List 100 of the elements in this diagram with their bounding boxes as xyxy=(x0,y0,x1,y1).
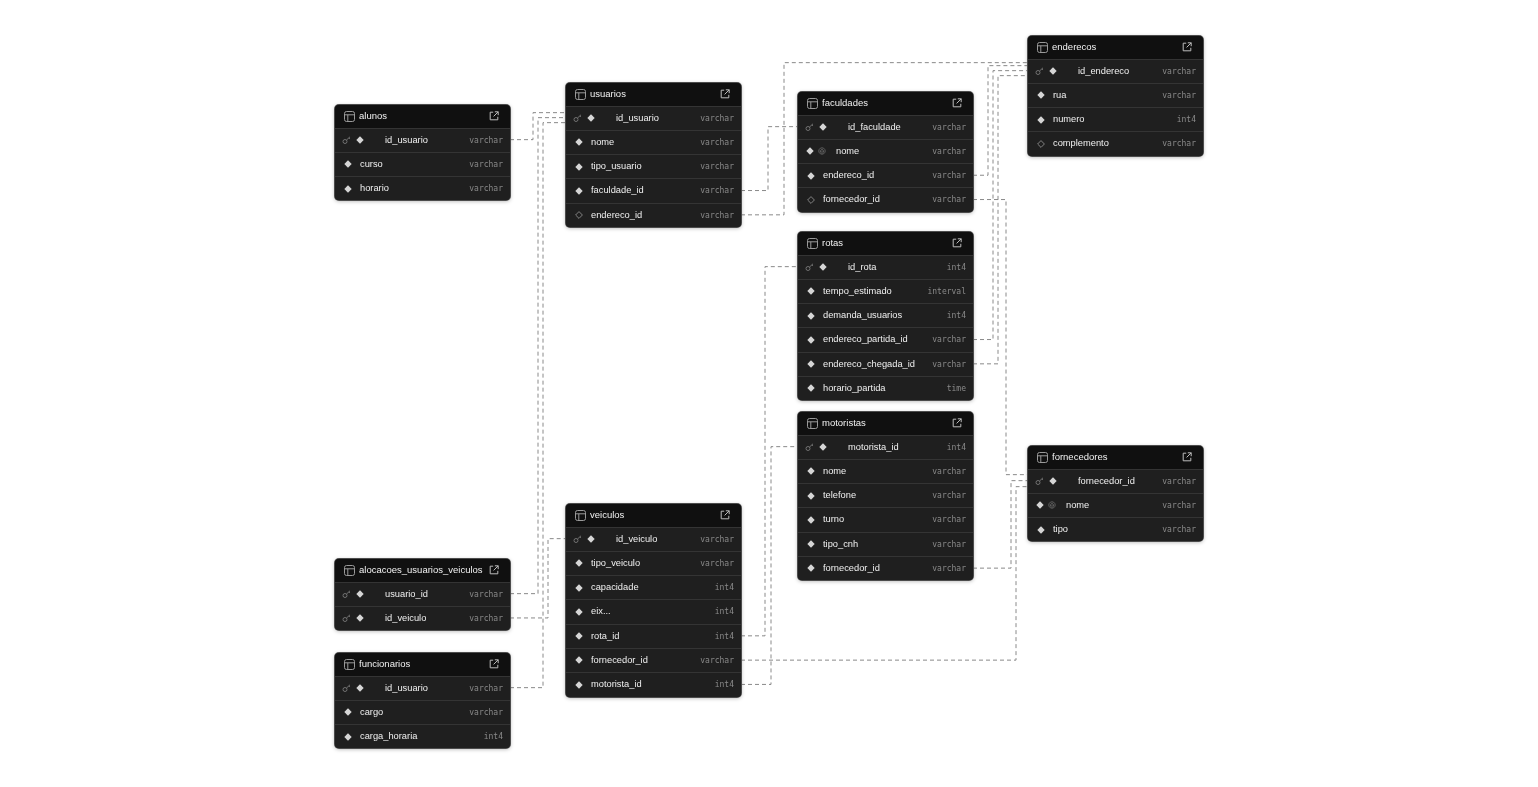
relationship-line xyxy=(509,538,567,619)
table-row xyxy=(566,154,741,179)
column-type: varchar xyxy=(932,490,966,503)
column-type: varchar xyxy=(700,161,734,174)
column-type: varchar xyxy=(932,194,966,207)
column-type: varchar xyxy=(1162,499,1196,512)
table-row xyxy=(798,114,973,139)
column-type: int4 xyxy=(946,441,966,454)
relationship-line xyxy=(972,65,1029,176)
column-name: motorista_id xyxy=(591,678,642,692)
column-name: fornecedor_id xyxy=(591,654,648,667)
column-type: varchar xyxy=(932,358,966,371)
column-name: id_veiculo xyxy=(385,611,427,625)
column-name: id_rota xyxy=(848,260,877,274)
column-name: horario_partida xyxy=(823,382,886,395)
column-type: int4 xyxy=(946,310,966,323)
table-row xyxy=(566,550,741,576)
table-row xyxy=(566,105,741,130)
column-name: curso xyxy=(360,157,383,171)
column-name: endereco_partida_id xyxy=(823,333,908,347)
table-row xyxy=(1028,107,1203,132)
table-row xyxy=(798,303,973,328)
column-type: varchar xyxy=(932,170,966,183)
column-type: varchar xyxy=(1162,65,1196,78)
column-type: varchar xyxy=(469,158,503,171)
column-name: demanda_usuarios xyxy=(823,309,903,323)
table-row xyxy=(1028,492,1203,518)
table-card xyxy=(566,83,741,227)
table-row xyxy=(1028,82,1203,108)
column-type: varchar xyxy=(469,588,503,601)
column-type: int4 xyxy=(946,261,966,274)
table-row xyxy=(335,176,510,201)
column-type: interval xyxy=(927,285,966,298)
column-name: id_veiculo xyxy=(616,532,658,546)
table-row xyxy=(566,526,741,551)
column-type: varchar xyxy=(700,533,734,546)
table-row xyxy=(335,151,510,177)
table-row xyxy=(798,376,973,401)
table-row xyxy=(798,531,973,556)
relationship-line xyxy=(740,62,1029,216)
relationship-line xyxy=(509,112,567,141)
column-name: endereco_chegada_id xyxy=(823,357,915,371)
column-name: fornecedor_id xyxy=(1078,474,1135,488)
relationship-line xyxy=(740,486,1029,661)
column-type: varchar xyxy=(1162,524,1196,537)
table-row xyxy=(566,672,741,697)
column-type: varchar xyxy=(932,145,966,158)
column-type: varchar xyxy=(469,706,503,719)
table-row xyxy=(798,507,973,532)
column-type: varchar xyxy=(1162,475,1196,488)
table-row xyxy=(798,458,973,484)
column-type: varchar xyxy=(700,557,734,570)
relationship-line xyxy=(740,266,799,637)
table-name: veiculos xyxy=(590,508,625,522)
column-type: varchar xyxy=(1162,138,1196,151)
relationship-line xyxy=(972,480,1029,569)
table-row xyxy=(566,575,741,600)
table-card xyxy=(798,92,973,212)
column-type: int4 xyxy=(714,679,734,692)
table-row xyxy=(798,483,973,508)
table-row xyxy=(335,699,510,725)
column-name: id_usuario xyxy=(385,133,428,147)
column-name: carga_horaria xyxy=(360,730,418,744)
column-name: usuario_id xyxy=(385,587,428,601)
column-type: varchar xyxy=(700,185,734,198)
column-name: horario xyxy=(360,182,389,196)
column-type: varchar xyxy=(469,612,503,625)
column-name: telefone xyxy=(823,489,857,503)
table-row xyxy=(1028,58,1203,83)
column-name: capacidade xyxy=(591,581,639,595)
table-name: fornecedores xyxy=(1052,450,1108,464)
table-name: usuarios xyxy=(590,87,626,101)
table-row xyxy=(1028,468,1203,493)
table-row xyxy=(335,675,510,700)
column-name: nome xyxy=(823,464,847,478)
column-type: varchar xyxy=(932,538,966,551)
column-type: varchar xyxy=(469,183,503,196)
table-card xyxy=(1028,36,1203,156)
column-type: varchar xyxy=(700,655,734,667)
table-name: funcionarios xyxy=(359,657,411,671)
column-name: eix... xyxy=(591,605,611,619)
table-row xyxy=(798,434,973,459)
table-card xyxy=(335,653,510,749)
table-card xyxy=(335,559,510,631)
table-name: alunos xyxy=(359,109,387,123)
column-name: tipo xyxy=(1053,523,1068,537)
table-name: rotas xyxy=(822,236,844,250)
table-row xyxy=(566,202,741,227)
column-type: varchar xyxy=(932,465,966,478)
column-name: complemento xyxy=(1053,137,1109,151)
table-row xyxy=(798,556,973,581)
table-row xyxy=(566,129,741,155)
table-row xyxy=(566,648,741,673)
column-name: id_endereco xyxy=(1078,64,1130,78)
table-row xyxy=(798,327,973,352)
table-row xyxy=(798,254,973,279)
table-row xyxy=(335,724,510,749)
column-name: tipo_usuario xyxy=(591,160,642,174)
column-name: fornecedor_id xyxy=(823,193,880,207)
column-name: fornecedor_id xyxy=(823,562,880,575)
